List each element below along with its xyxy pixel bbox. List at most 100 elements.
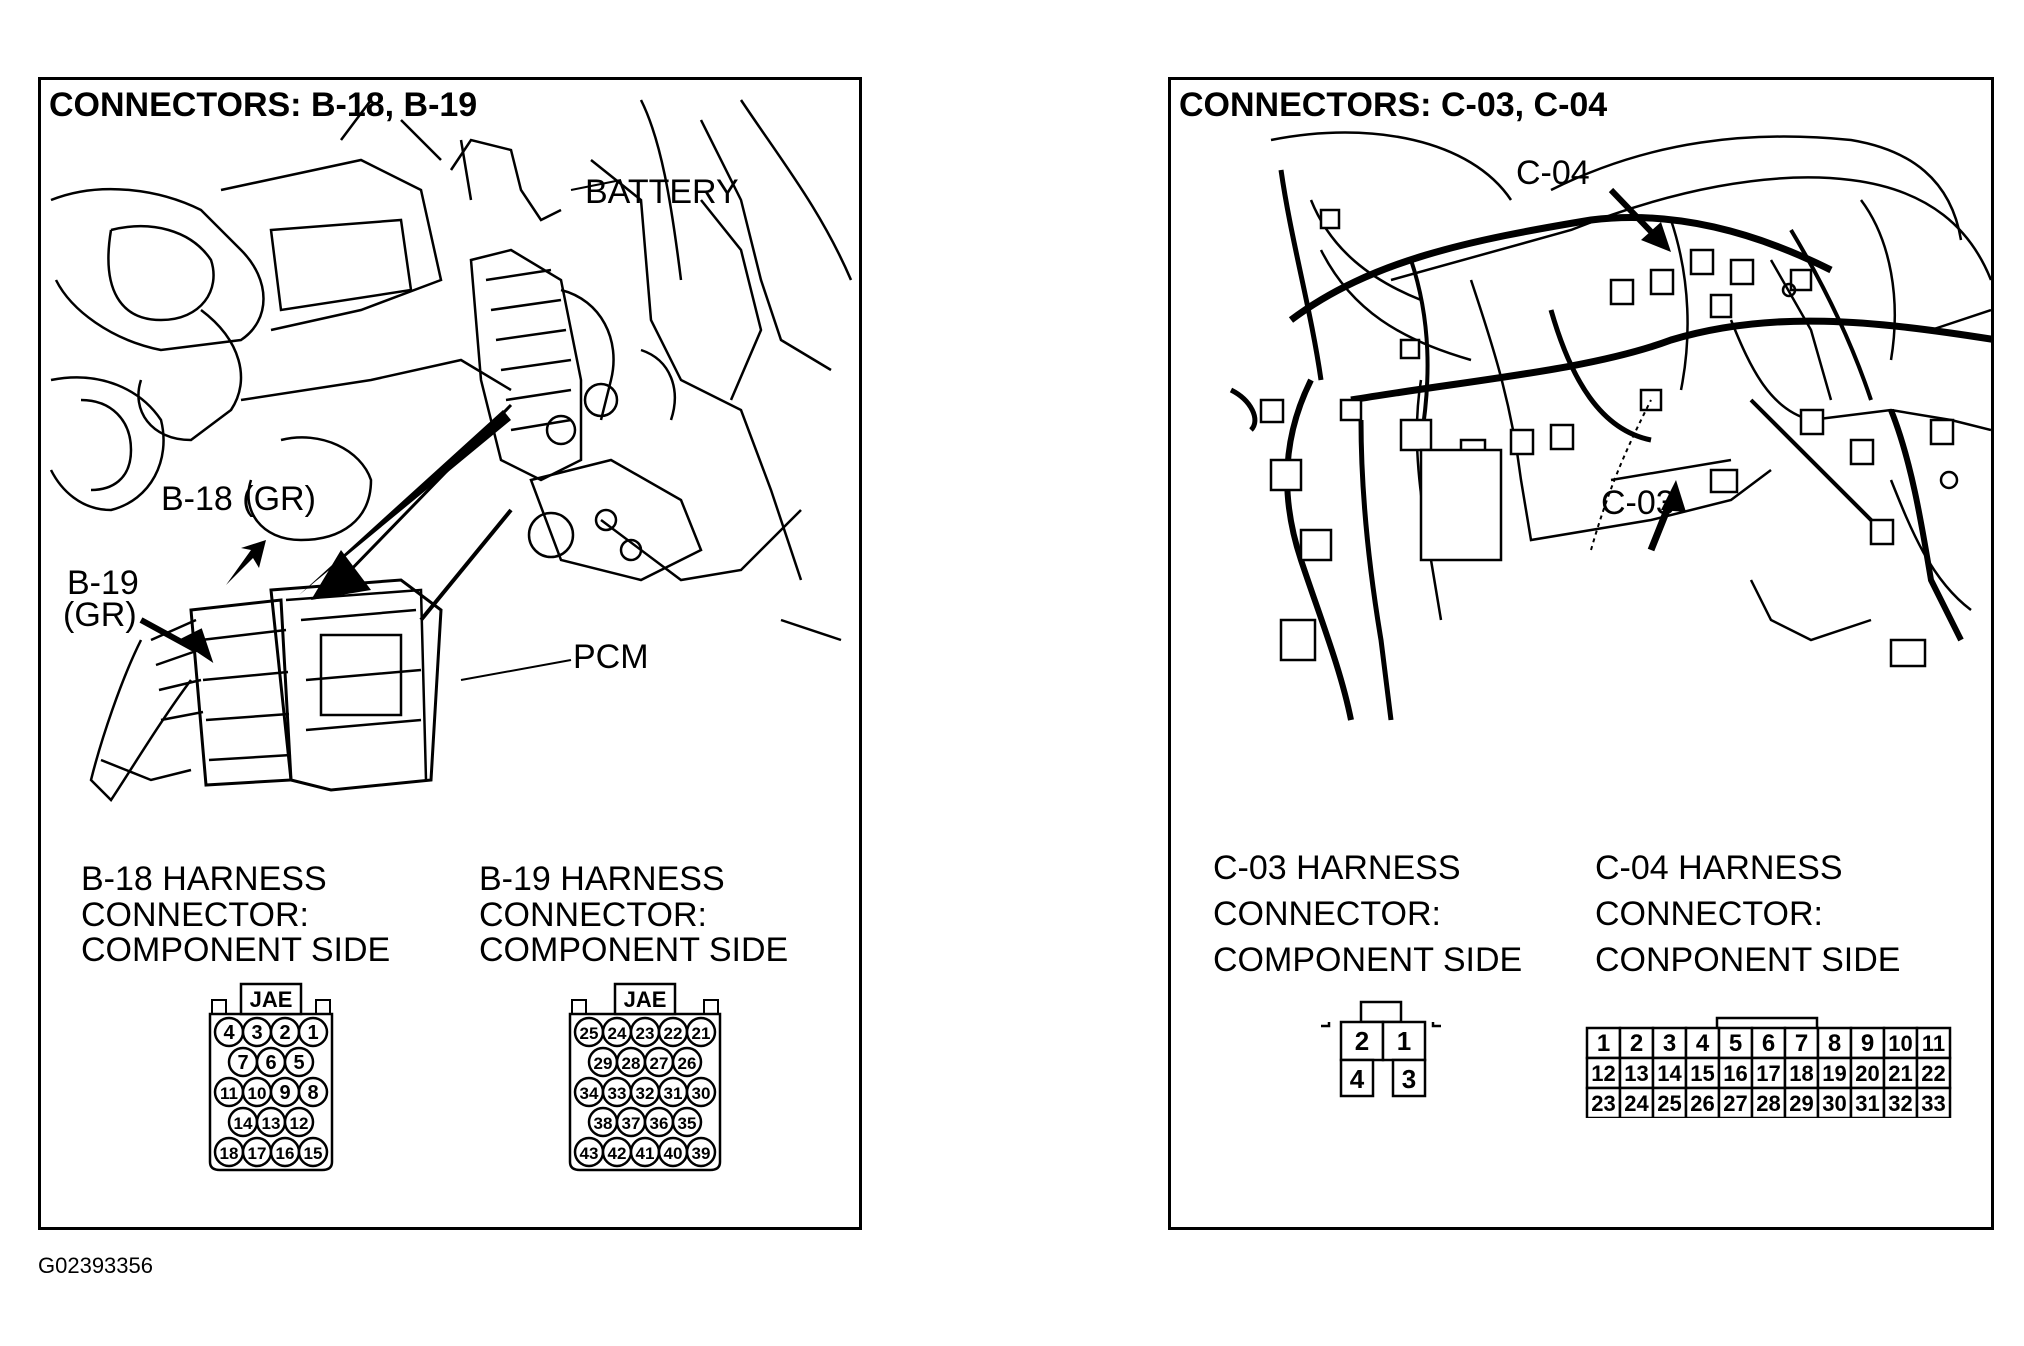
- b18-pin-label-10: 10: [248, 1084, 267, 1103]
- b18-pin-label-13: 13: [262, 1114, 281, 1133]
- b19-pin-label-23: 23: [636, 1024, 655, 1043]
- c03-pin-label-3: 3: [1402, 1064, 1416, 1094]
- c04-cell-10: [1882, 1026, 1919, 1060]
- b19-pin-label-28: 28: [622, 1054, 641, 1073]
- b19-outline: [568, 1012, 722, 1172]
- left-panel-title: CONNECTORS: B-18, B-19: [49, 86, 478, 124]
- c03-header-line3: COMPONENT SIDE: [1213, 940, 1523, 979]
- b18-pin-5: [283, 1046, 315, 1078]
- b19-pin-label-34: 34: [580, 1084, 599, 1103]
- c04-pin-label-18: 18: [1789, 1061, 1813, 1086]
- b18-header: B-18 HARNESS CONNECTOR: COMPONENT SIDE: [81, 860, 391, 970]
- c03-pin-label-2: 2: [1355, 1026, 1369, 1056]
- b18-pin-label-6: 6: [265, 1052, 276, 1074]
- c04-pin-label-14: 14: [1657, 1061, 1682, 1086]
- c04-pin-label-4: 4: [1696, 1030, 1710, 1057]
- c04-pin-label-20: 20: [1855, 1061, 1879, 1086]
- c04-cell-26: [1684, 1086, 1721, 1118]
- b18-badge-box: [239, 982, 303, 1016]
- b18-pin-label-3: 3: [251, 1022, 262, 1044]
- c04-cell-20: [1849, 1056, 1886, 1090]
- b19-header-line2: CONNECTOR:: [479, 895, 707, 934]
- b18-pin-label-7: 7: [237, 1052, 248, 1074]
- c03-header: C-03 HARNESS CONNECTOR: COMPONENT SIDE: [1213, 846, 1522, 984]
- c04-cell-12: [1585, 1056, 1622, 1090]
- b18-pin-label-9: 9: [279, 1082, 290, 1104]
- b18-pin-label-4: 4: [223, 1022, 235, 1044]
- c04-header-line3: CONPONENT SIDE: [1595, 940, 1901, 979]
- b19-pin-label-40: 40: [664, 1144, 683, 1163]
- pcm-label: PCM: [573, 638, 649, 676]
- b18-pin-label-1: 1: [307, 1022, 318, 1044]
- c04-pin-label-23: 23: [1591, 1091, 1615, 1116]
- c04-cell-9: [1849, 1026, 1886, 1060]
- left-panel: CONNECTORS: B-18, B-19 BATTERY B-18 (GR)…: [38, 77, 862, 1230]
- dashboard-harness-illustration: [1229, 131, 1991, 721]
- c04-cell-4: [1684, 1026, 1721, 1060]
- c03-header-line1: C-03 HARNESS: [1213, 849, 1461, 887]
- c04-cell-17: [1750, 1056, 1787, 1090]
- b19-pin-label-43: 43: [580, 1144, 599, 1163]
- figure-id: G02393356: [38, 1253, 153, 1278]
- c04-cell-23: [1585, 1086, 1622, 1118]
- b18-header-line1: B-18 HARNESS: [81, 860, 327, 898]
- b19-pin-label-24: 24: [608, 1024, 627, 1043]
- c04-header-line1: C-04 HARNESS: [1595, 849, 1843, 887]
- b19-pin-30: [685, 1076, 717, 1108]
- b19-header-line1: B-19 HARNESS: [479, 860, 725, 898]
- c04-pin-label-8: 8: [1828, 1030, 1841, 1057]
- b18-pin-label-18: 18: [220, 1144, 239, 1163]
- c04-cell-33: [1915, 1086, 1952, 1118]
- b18-pin-label-8: 8: [307, 1082, 318, 1104]
- b19-callout-label-line1: B-19: [67, 564, 139, 602]
- c04-pin-label-5: 5: [1729, 1030, 1742, 1057]
- b19-pin-label-35: 35: [678, 1114, 697, 1133]
- c04-pin-label-2: 2: [1630, 1030, 1643, 1057]
- c04-pin-label-26: 26: [1690, 1091, 1714, 1116]
- c04-pin-label-16: 16: [1723, 1061, 1747, 1086]
- b18-pin-label-5: 5: [293, 1052, 304, 1074]
- c04-pin-label-29: 29: [1789, 1091, 1813, 1116]
- c04-cell-14: [1651, 1056, 1688, 1090]
- c04-latch: [1715, 1016, 1819, 1028]
- b18-callout-label: B-18 (GR): [161, 480, 316, 518]
- b19-pin-label-42: 42: [608, 1144, 627, 1163]
- c04-callout-label: C-04: [1516, 154, 1590, 192]
- battery-label: BATTERY: [585, 173, 739, 211]
- b19-pin-39: [685, 1136, 717, 1168]
- b18-pin-label-17: 17: [248, 1144, 267, 1163]
- b18-pin-label-14: 14: [234, 1114, 253, 1133]
- c03-header-line2: CONNECTOR:: [1213, 894, 1441, 933]
- b19-badge-text: JAE: [624, 987, 667, 1012]
- b19-pin-label-38: 38: [594, 1114, 613, 1133]
- b19-pin-21: [685, 1016, 717, 1048]
- c04-header: C-04 HARNESS CONNECTOR: CONPONENT SIDE: [1595, 846, 1900, 984]
- c04-cell-28: [1750, 1086, 1787, 1118]
- c04-cell-19: [1816, 1056, 1853, 1090]
- b18-header-line3: COMPONENT SIDE: [81, 931, 391, 970]
- c04-pin-label-12: 12: [1591, 1061, 1615, 1086]
- c04-pin-label-25: 25: [1657, 1091, 1681, 1116]
- b18-pin-15: [297, 1136, 329, 1168]
- c04-cell-8: [1816, 1026, 1853, 1060]
- c04-pin-label-19: 19: [1822, 1061, 1846, 1086]
- b19-pin-label-39: 39: [692, 1144, 711, 1163]
- b19-pin-label-25: 25: [580, 1024, 599, 1043]
- b18-latch-right: [315, 999, 331, 1015]
- b19-pin-label-33: 33: [608, 1084, 627, 1103]
- b19-pin-label-22: 22: [664, 1024, 683, 1043]
- c04-pin-label-33: 33: [1921, 1091, 1945, 1116]
- c03-cell-3: [1391, 1058, 1427, 1098]
- b18-pin-label-2: 2: [279, 1022, 290, 1044]
- b19-pin-26: [671, 1046, 703, 1078]
- c04-pin-label-10: 10: [1888, 1031, 1912, 1056]
- b19-badge-box: [613, 982, 677, 1016]
- c04-pin-label-28: 28: [1756, 1091, 1780, 1116]
- engine-bay-illustration: [49, 99, 853, 802]
- c04-cell-29: [1783, 1086, 1820, 1118]
- b19-pin-label-26: 26: [678, 1054, 697, 1073]
- c04-pin-label-1: 1: [1597, 1030, 1610, 1057]
